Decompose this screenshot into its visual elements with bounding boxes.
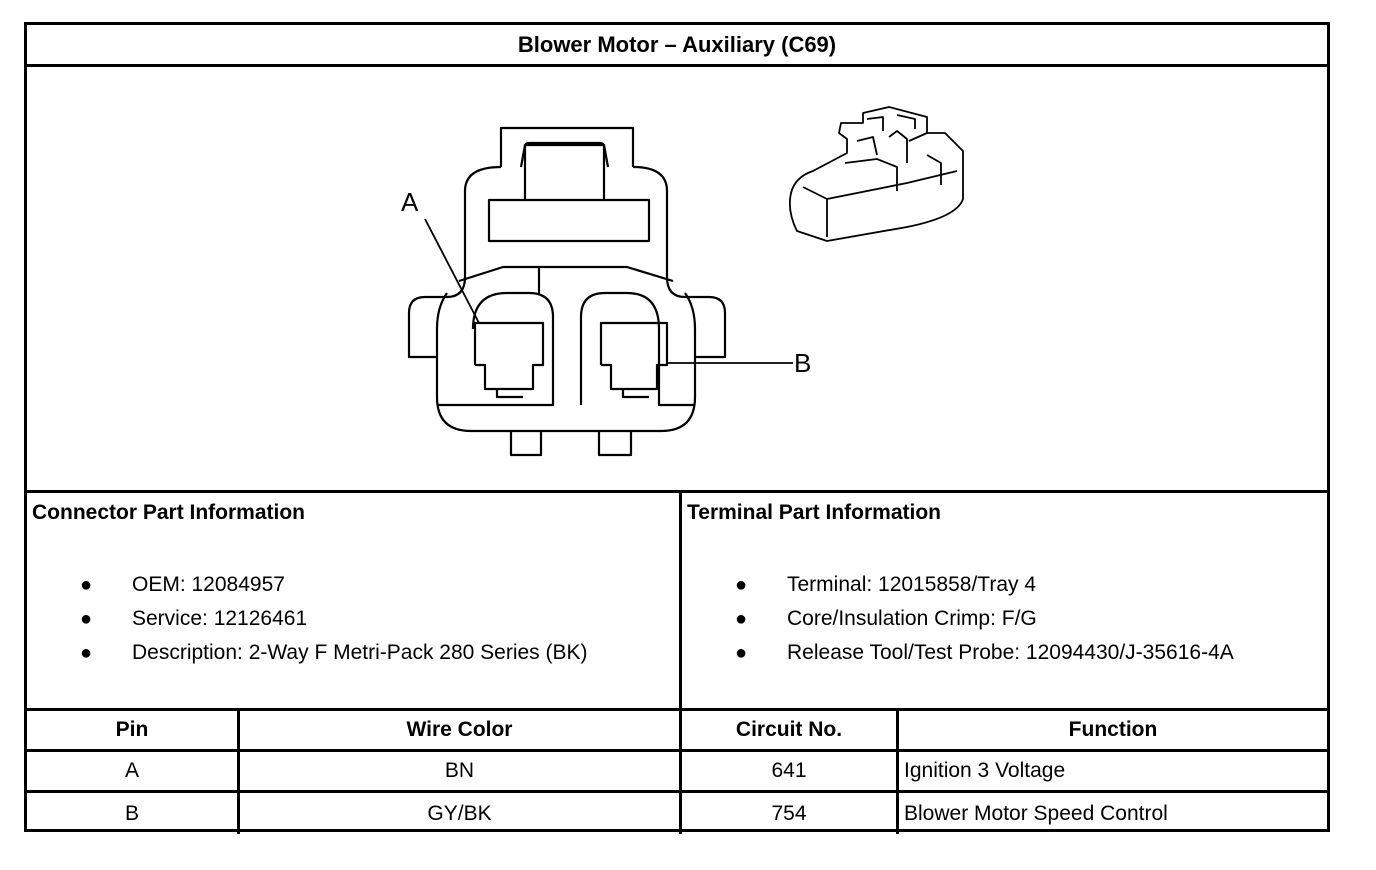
pin-b-terminal <box>599 321 669 399</box>
connector-diagram-panel: A B <box>27 67 1327 493</box>
latch-bar <box>487 198 651 243</box>
terminal-part-info: Terminal Part Information ●Terminal: 120… <box>682 493 1327 711</box>
bullet-icon: ● <box>735 642 748 664</box>
pin-a-terminal <box>473 321 545 399</box>
cavity-b <box>579 291 695 407</box>
connector-part-info: Connector Part Information ●OEM: 1208495… <box>27 493 682 711</box>
latch-inner <box>519 143 610 168</box>
table-header-row: Pin Wire Color Circuit No. Function <box>27 711 1327 752</box>
connector-3d-view <box>788 106 964 242</box>
cell-function: Blower Motor Speed Control <box>904 801 1168 825</box>
header-circuit-no: Circuit No. <box>682 711 899 749</box>
table-row: A BN 641 Ignition 3 Voltage <box>27 752 1327 793</box>
cavity-top-line <box>458 265 674 283</box>
cell-pin: A <box>27 752 240 790</box>
header-wire-color: Wire Color <box>240 711 682 749</box>
latch-window <box>523 141 606 200</box>
lower-housing <box>435 292 697 433</box>
cavity-a <box>437 291 555 407</box>
cell-wire-color: BN <box>240 752 682 790</box>
connector-body-outline <box>407 165 727 359</box>
bottom-tab-left <box>509 431 543 457</box>
bullet-icon: ● <box>80 608 93 630</box>
header-pin: Pin <box>27 711 240 749</box>
header-function: Function <box>1068 718 1158 741</box>
bullet-icon: ● <box>80 574 93 596</box>
bottom-tab-right <box>597 431 633 457</box>
chart-title: Blower Motor – Auxiliary (C69) <box>27 25 1327 67</box>
pin-label-a: A <box>401 187 419 217</box>
connector-chart: Blower Motor – Auxiliary (C69) <box>24 22 1330 834</box>
connector-info-heading: Connector Part Information <box>32 501 306 524</box>
cell-circuit-no: 641 <box>682 752 899 790</box>
bullet-icon: ● <box>735 608 748 630</box>
bullet-icon: ● <box>80 642 93 664</box>
terminal-info-heading: Terminal Part Information <box>687 501 941 524</box>
pin-a-leader <box>424 218 480 324</box>
cell-pin: B <box>27 793 240 834</box>
cell-circuit-no: 754 <box>682 793 899 834</box>
table-row: B GY/BK 754 Blower Motor Speed Control <box>27 793 1327 834</box>
connector-face-drawing <box>407 106 964 457</box>
cell-function: Ignition 3 Voltage <box>904 759 1066 782</box>
cell-wire-color: GY/BK <box>240 793 682 834</box>
latch-tab <box>499 126 635 167</box>
bullet-icon: ● <box>735 574 748 596</box>
pin-label-b: B <box>794 348 812 378</box>
